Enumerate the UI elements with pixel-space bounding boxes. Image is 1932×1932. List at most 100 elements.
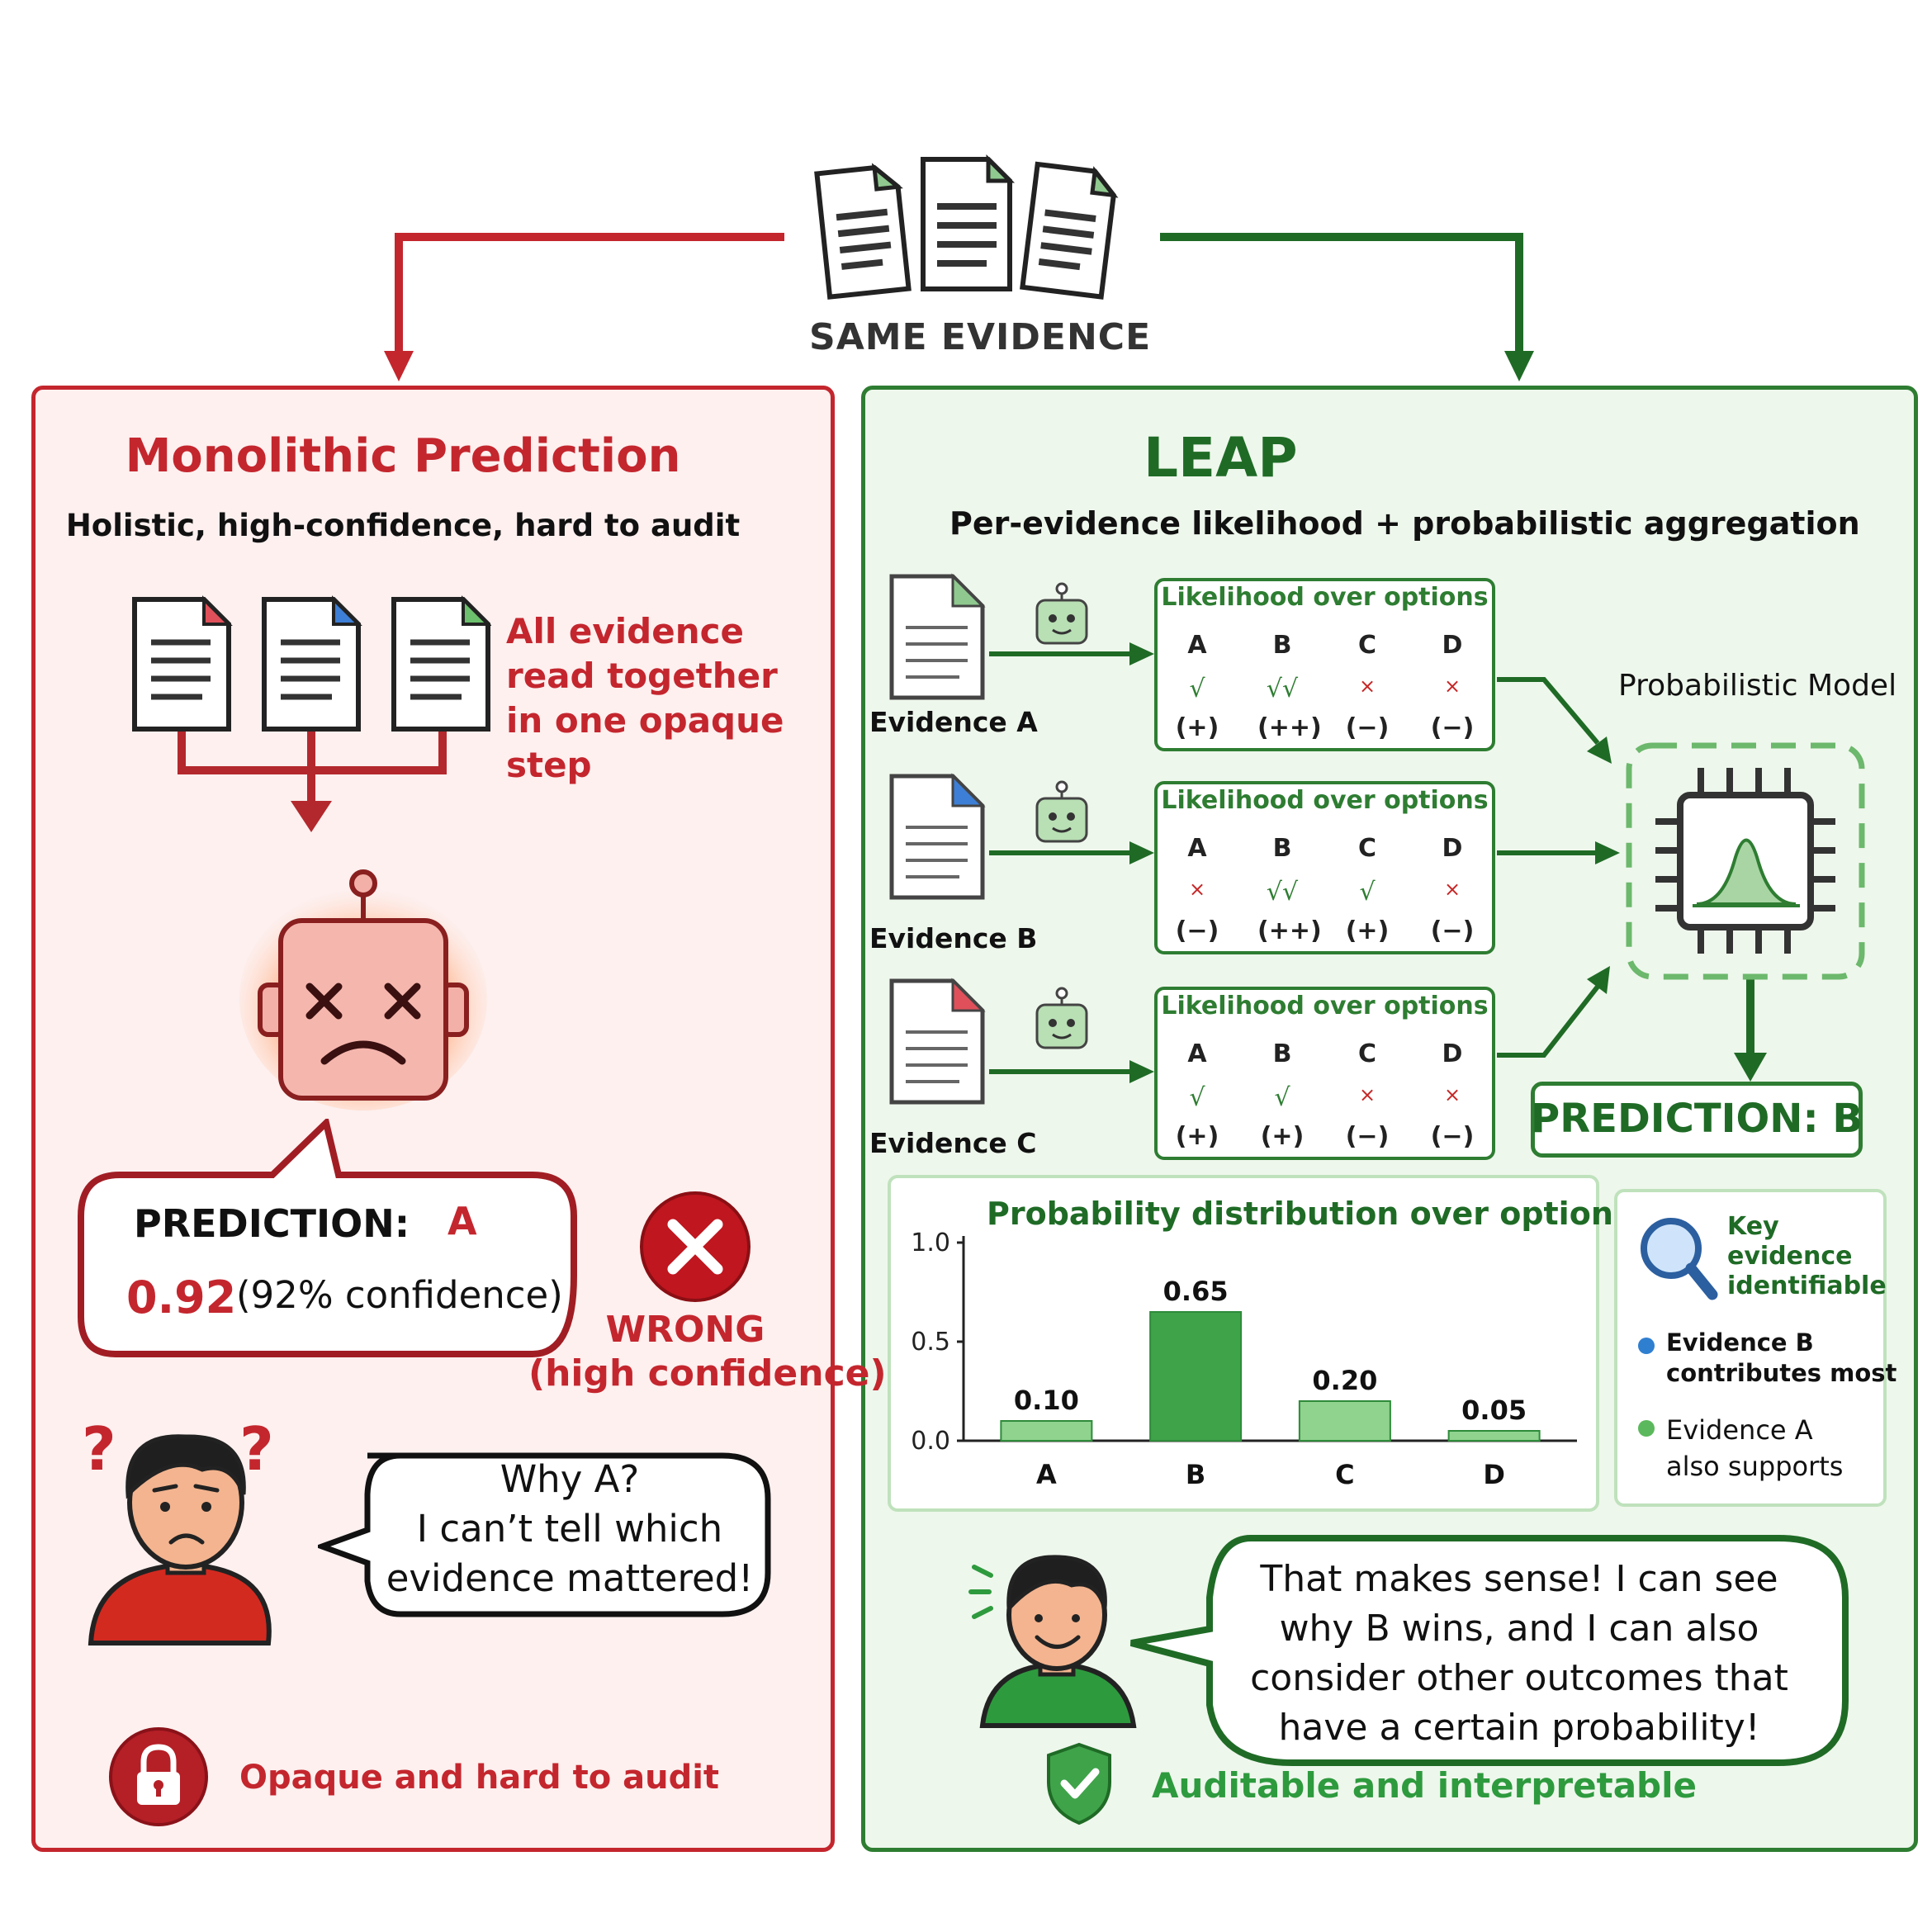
- bar-value-label: 0.10: [1014, 1385, 1079, 1416]
- likelihood-title: Likelihood over options: [1161, 992, 1489, 1020]
- leap-prediction-box: [1531, 1082, 1863, 1158]
- likelihood-sign: (−): [1430, 713, 1475, 742]
- confused-user-icon: ? ?: [82, 1414, 274, 1646]
- option-label: D: [1442, 834, 1463, 863]
- likelihood-mark: √: [1274, 1083, 1290, 1112]
- evidence-docs-icon: [132, 595, 491, 832]
- chart-frame: [888, 1175, 1599, 1512]
- y-tick-label: 1.0: [911, 1229, 950, 1257]
- likelihood-sign: (−): [1345, 1122, 1390, 1151]
- option-label: C: [1357, 834, 1377, 863]
- prediction-label: PREDICTION:: [134, 1201, 410, 1246]
- bar-A: [1000, 1420, 1093, 1442]
- likelihood-mark: ×: [1358, 1083, 1376, 1106]
- magnifier-icon: [1641, 1218, 1718, 1300]
- leap-prediction: PREDICTION: B: [1531, 1096, 1863, 1142]
- evidence-a-doc-icon: [889, 573, 986, 700]
- likelihood-sign: (++): [1257, 916, 1322, 945]
- bar-value-label: 0.05: [1461, 1395, 1527, 1426]
- x-tick-label: A: [1036, 1459, 1057, 1490]
- likelihood-sign: (++): [1257, 713, 1322, 742]
- likelihood-mark: ×: [1188, 878, 1206, 901]
- x-tick-label: B: [1186, 1459, 1205, 1490]
- x-tick-label: C: [1335, 1459, 1354, 1490]
- shield-check-icon: [1047, 1742, 1111, 1825]
- documents-icon: [814, 154, 1119, 300]
- right-footer: Auditable and interpretable: [1152, 1765, 1697, 1806]
- leap-speech-text: That makes sense! I can see why B wins, …: [1250, 1558, 1788, 1749]
- prediction-value: A: [447, 1199, 477, 1243]
- likelihood-title: Likelihood over options: [1161, 786, 1489, 815]
- option-label: A: [1187, 631, 1207, 660]
- likelihood-mark: ×: [1358, 675, 1376, 698]
- likelihood-mark: √: [1359, 878, 1376, 907]
- likelihood-mark: ×: [1443, 878, 1461, 901]
- evidence-a-label: Evidence A: [869, 706, 1038, 738]
- likelihood-mark: √: [1189, 1083, 1205, 1112]
- lock-icon: [109, 1727, 208, 1826]
- robot-c-icon: [1035, 987, 1088, 1049]
- key-dot-blue: [1638, 1338, 1655, 1354]
- robot-b-icon: [1035, 780, 1088, 843]
- svg-text:?: ?: [239, 1414, 274, 1484]
- bar-C: [1298, 1400, 1391, 1442]
- likelihood-mark: ×: [1443, 675, 1461, 698]
- confidence-value: 0.92: [126, 1271, 237, 1324]
- likelihood-sign: (−): [1175, 916, 1219, 945]
- leap-speech-bubble: [1129, 1535, 1849, 1766]
- happy-user-icon: [968, 1555, 1137, 1728]
- right-subtitle: Per-evidence likelihood + probabilistic …: [949, 505, 1860, 542]
- bar-value-label: 0.20: [1312, 1365, 1377, 1396]
- key-item-a: Evidence A also supports: [1666, 1414, 1844, 1482]
- likelihood-mark: √√: [1266, 878, 1299, 907]
- y-tick-label: 0.0: [911, 1427, 950, 1456]
- confused-robot-icon: [239, 869, 487, 1110]
- bar-D: [1447, 1430, 1541, 1442]
- right-title: LEAP: [1144, 426, 1298, 490]
- confidence-text: (92% confidence): [236, 1273, 563, 1317]
- option-label: B: [1272, 834, 1292, 863]
- likelihood-mark: √√: [1266, 675, 1299, 703]
- likelihood-sign: (−): [1430, 1122, 1475, 1151]
- user-speech-bubble: [318, 1452, 771, 1617]
- option-label: C: [1357, 1039, 1377, 1068]
- option-label: D: [1442, 1039, 1463, 1068]
- key-item-b: Evidence B contributes most: [1666, 1328, 1897, 1387]
- left-subtitle: Holistic, high-confidence, hard to audit: [65, 508, 741, 543]
- option-label: D: [1442, 631, 1463, 660]
- evidence-c-doc-icon: [889, 978, 986, 1105]
- option-label: B: [1272, 1039, 1292, 1068]
- likelihood-sign: (+): [1175, 713, 1219, 742]
- bar-B: [1149, 1311, 1243, 1442]
- evidence-note: All evidence read together in one opaque…: [506, 611, 784, 785]
- option-label: A: [1187, 1039, 1207, 1068]
- likelihood-mark: ×: [1443, 1083, 1461, 1106]
- y-tick-label: 0.5: [911, 1328, 950, 1357]
- chart-title: Probability distribution over options: [987, 1196, 1632, 1232]
- robot-a-icon: [1035, 582, 1088, 645]
- option-label: C: [1357, 631, 1377, 660]
- left-footer: Opaque and hard to audit: [239, 1759, 720, 1797]
- likelihood-title: Likelihood over options: [1161, 583, 1489, 612]
- wrong-x-icon: [640, 1191, 751, 1302]
- wrong-label: WRONG: [605, 1309, 765, 1351]
- likelihood-sign: (−): [1345, 713, 1390, 742]
- likelihood-sign: (+): [1345, 916, 1390, 945]
- probabilistic-model-chip-icon: [1626, 742, 1865, 980]
- same-evidence-label: SAME EVIDENCE: [809, 316, 1152, 358]
- likelihood-sign: (+): [1260, 1122, 1305, 1151]
- evidence-b-label: Evidence B: [869, 922, 1038, 954]
- likelihood-sign: (+): [1175, 1122, 1219, 1151]
- evidence-c-label: Evidence C: [869, 1127, 1037, 1159]
- user-speech-text: Why A? I can’t tell which evidence matte…: [386, 1457, 754, 1600]
- likelihood-sign: (−): [1430, 916, 1475, 945]
- option-label: A: [1187, 834, 1207, 863]
- prediction-bubble: [78, 1119, 577, 1357]
- wrong-sublabel: (high confidence): [528, 1352, 887, 1395]
- key-title: Key evidence identifiable: [1727, 1212, 1887, 1300]
- model-label: Probabilistic Model: [1618, 669, 1897, 703]
